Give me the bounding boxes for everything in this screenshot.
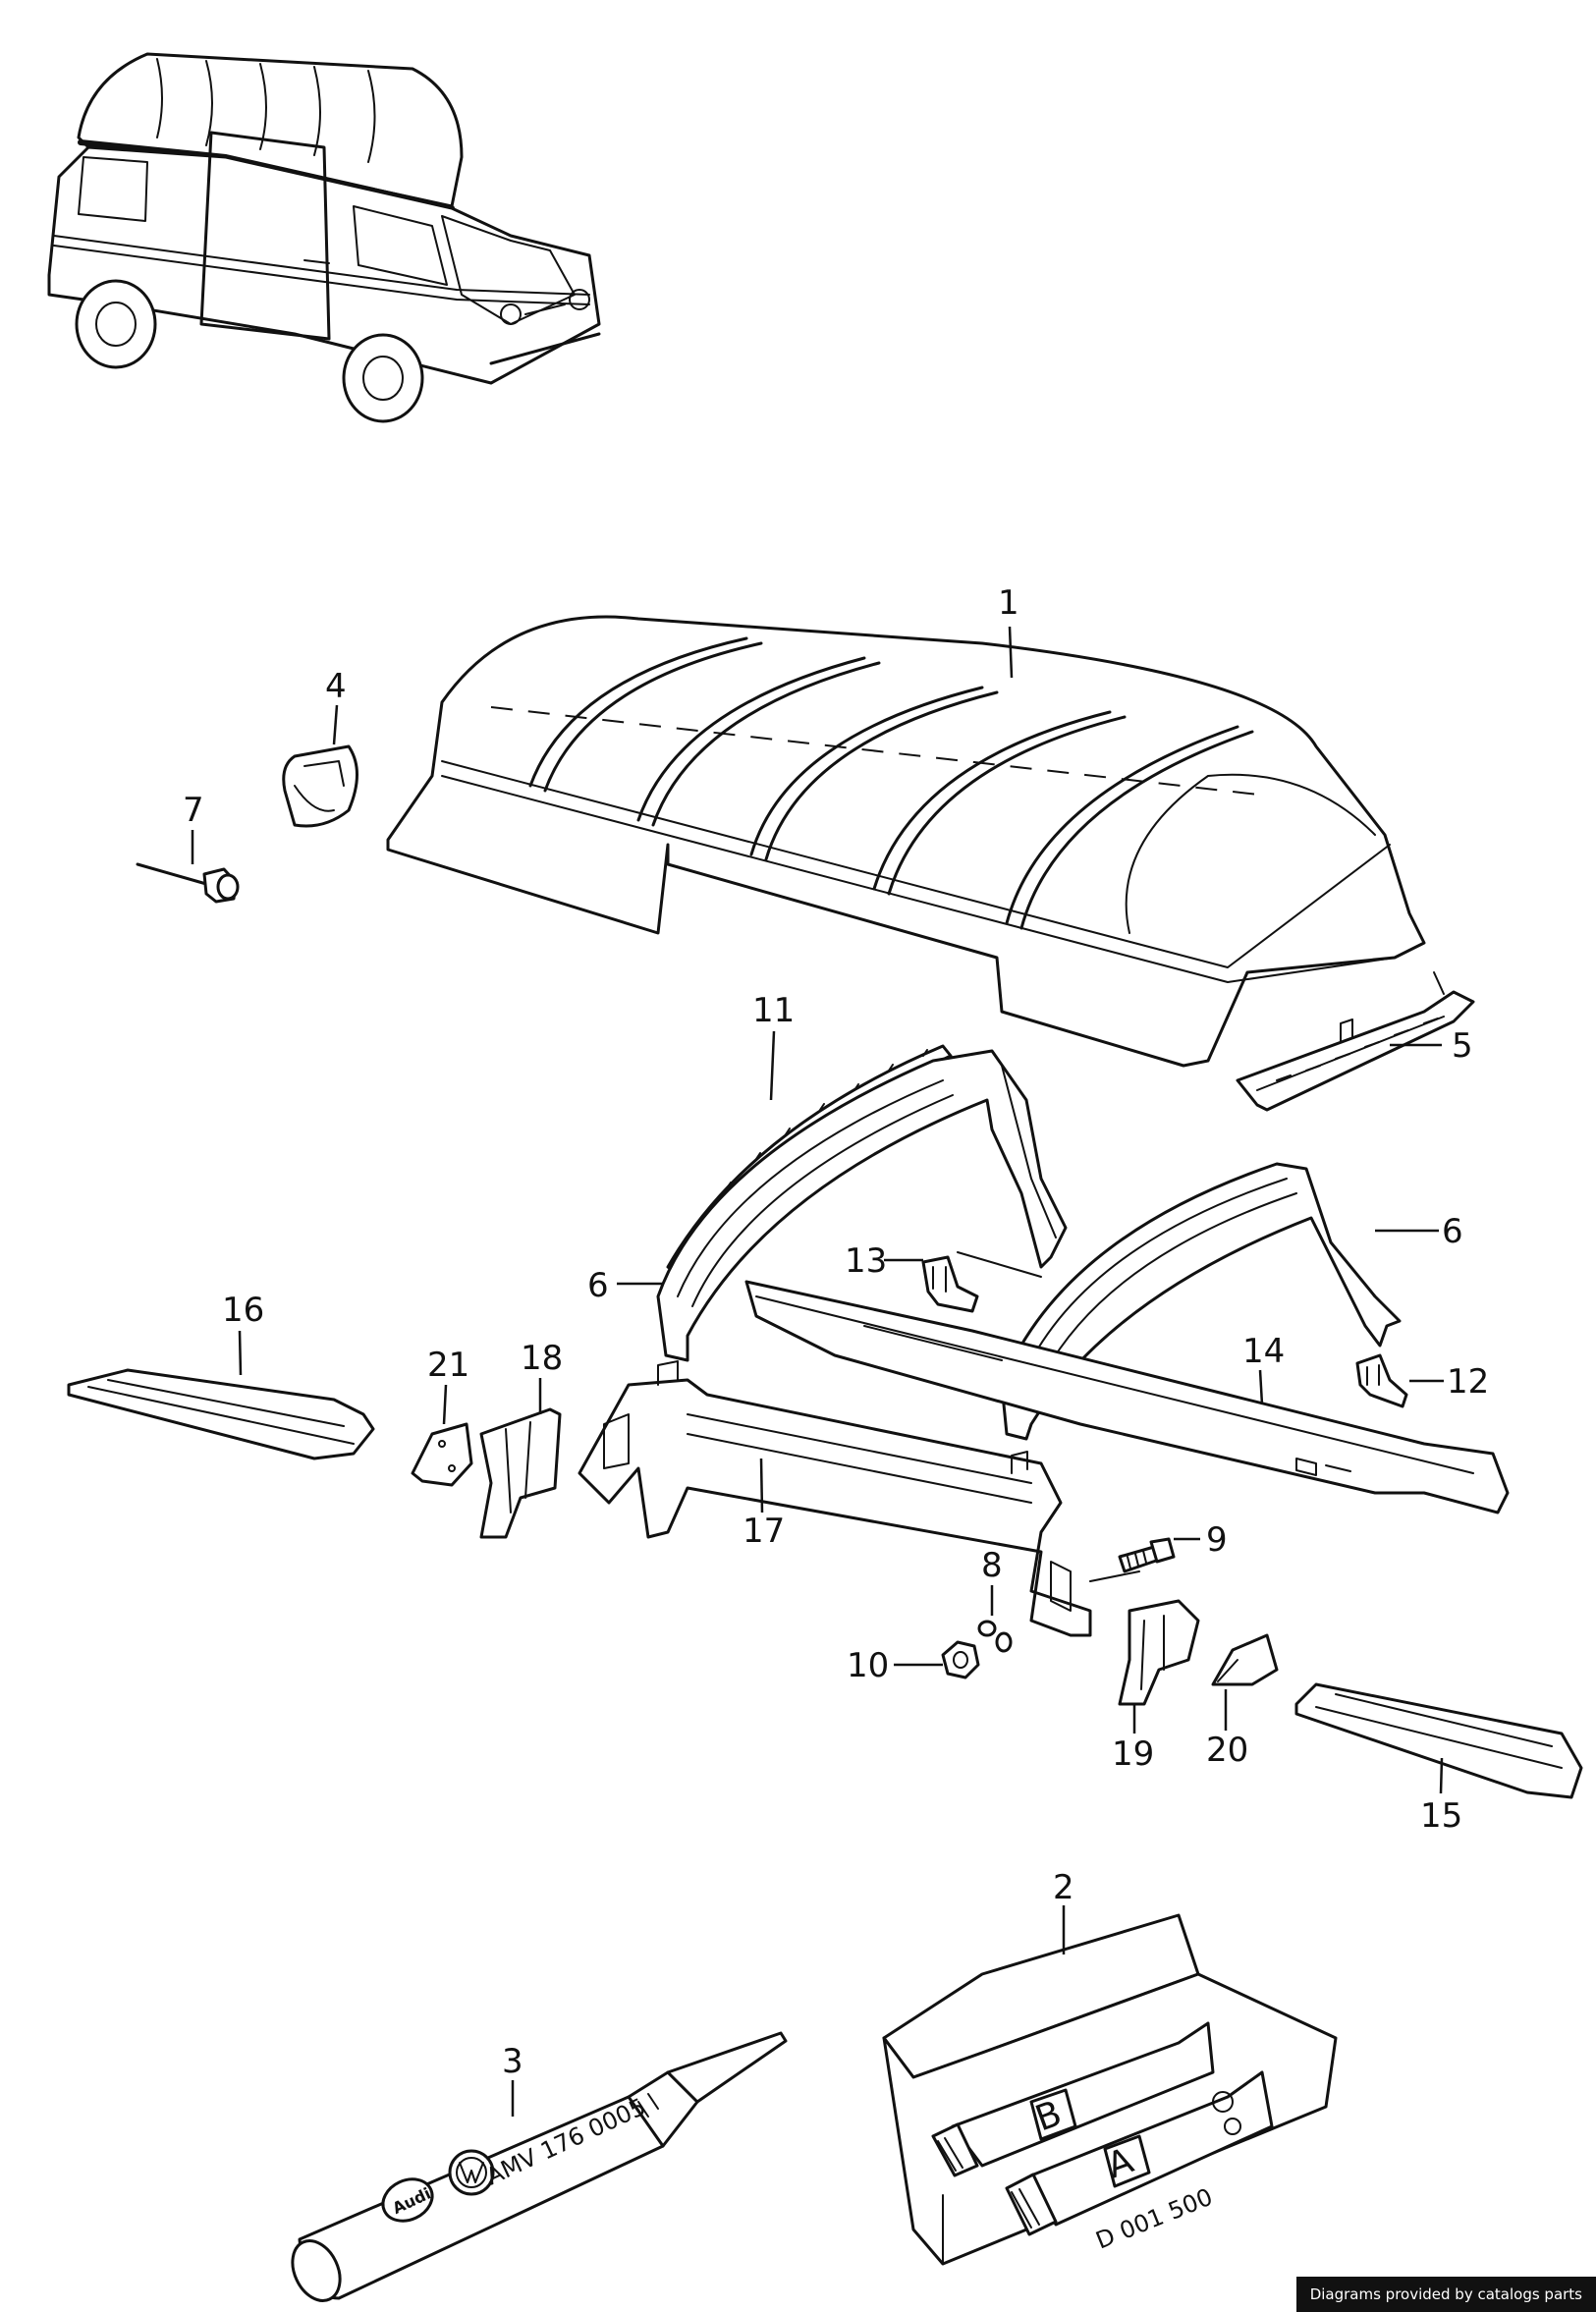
callout-11: 11 xyxy=(752,991,795,1030)
callout-15: 15 xyxy=(1420,1796,1462,1836)
clip-part-4 xyxy=(282,744,358,828)
nut-part-10 xyxy=(941,1640,980,1679)
van-illustration xyxy=(47,52,601,423)
tube-b-nozzle xyxy=(0,0,1,1)
rail-part-16 xyxy=(67,1368,375,1460)
callout-5: 5 xyxy=(1452,1026,1473,1066)
callout-12: 12 xyxy=(1447,1362,1489,1402)
crossmember-part-17 xyxy=(578,1360,1140,1637)
callout-9: 9 xyxy=(1206,1520,1228,1560)
callout-14: 14 xyxy=(1242,1332,1285,1371)
roof-bow-part-6-left xyxy=(656,1049,1068,1362)
callout-3: 3 xyxy=(502,2042,523,2081)
callout-4: 4 xyxy=(325,667,347,706)
adhesive-kit-part-2: B A D 001 500 xyxy=(0,0,1338,2266)
washer-part-8 xyxy=(977,1620,1013,1653)
rail-part-15 xyxy=(1294,1682,1583,1799)
callout-6-left: 6 xyxy=(587,1266,609,1305)
pillar-part-19 xyxy=(1118,1599,1200,1706)
leader-lines xyxy=(191,626,1444,2117)
callout-2: 2 xyxy=(1053,1868,1074,1907)
callout-19: 19 xyxy=(1112,1734,1154,1774)
callout-18: 18 xyxy=(521,1339,563,1378)
side-rail-part-14 xyxy=(744,1280,1510,1514)
callout-16: 16 xyxy=(222,1291,264,1330)
bracket-part-12 xyxy=(1355,1353,1408,1408)
callout-20: 20 xyxy=(1206,1731,1248,1770)
callout-1: 1 xyxy=(998,583,1019,623)
roof-shell-part-1 xyxy=(386,615,1426,1068)
bracket-part-13 xyxy=(921,1251,1042,1313)
gusset-part-20 xyxy=(1211,1633,1279,1686)
bolt-part-9 xyxy=(1118,1537,1176,1573)
pillar-part-18 xyxy=(479,1407,562,1539)
callout-6-right: 6 xyxy=(1442,1212,1463,1251)
callout-21: 21 xyxy=(427,1346,469,1385)
callout-numbers: 1 4 7 5 11 6 6 13 14 12 16 21 18 17 9 8 … xyxy=(183,583,1489,2081)
gusset-part-21 xyxy=(411,1422,473,1487)
callout-13: 13 xyxy=(845,1241,887,1281)
diagram-credit: Diagrams provided by catalogs parts xyxy=(1295,2277,1596,2312)
callout-7: 7 xyxy=(183,791,204,830)
front-rail-part-5 xyxy=(1236,971,1475,1112)
rivet-part-7 xyxy=(136,862,240,904)
callout-17: 17 xyxy=(743,1512,785,1551)
callout-8: 8 xyxy=(981,1546,1003,1585)
callout-10: 10 xyxy=(847,1646,889,1685)
